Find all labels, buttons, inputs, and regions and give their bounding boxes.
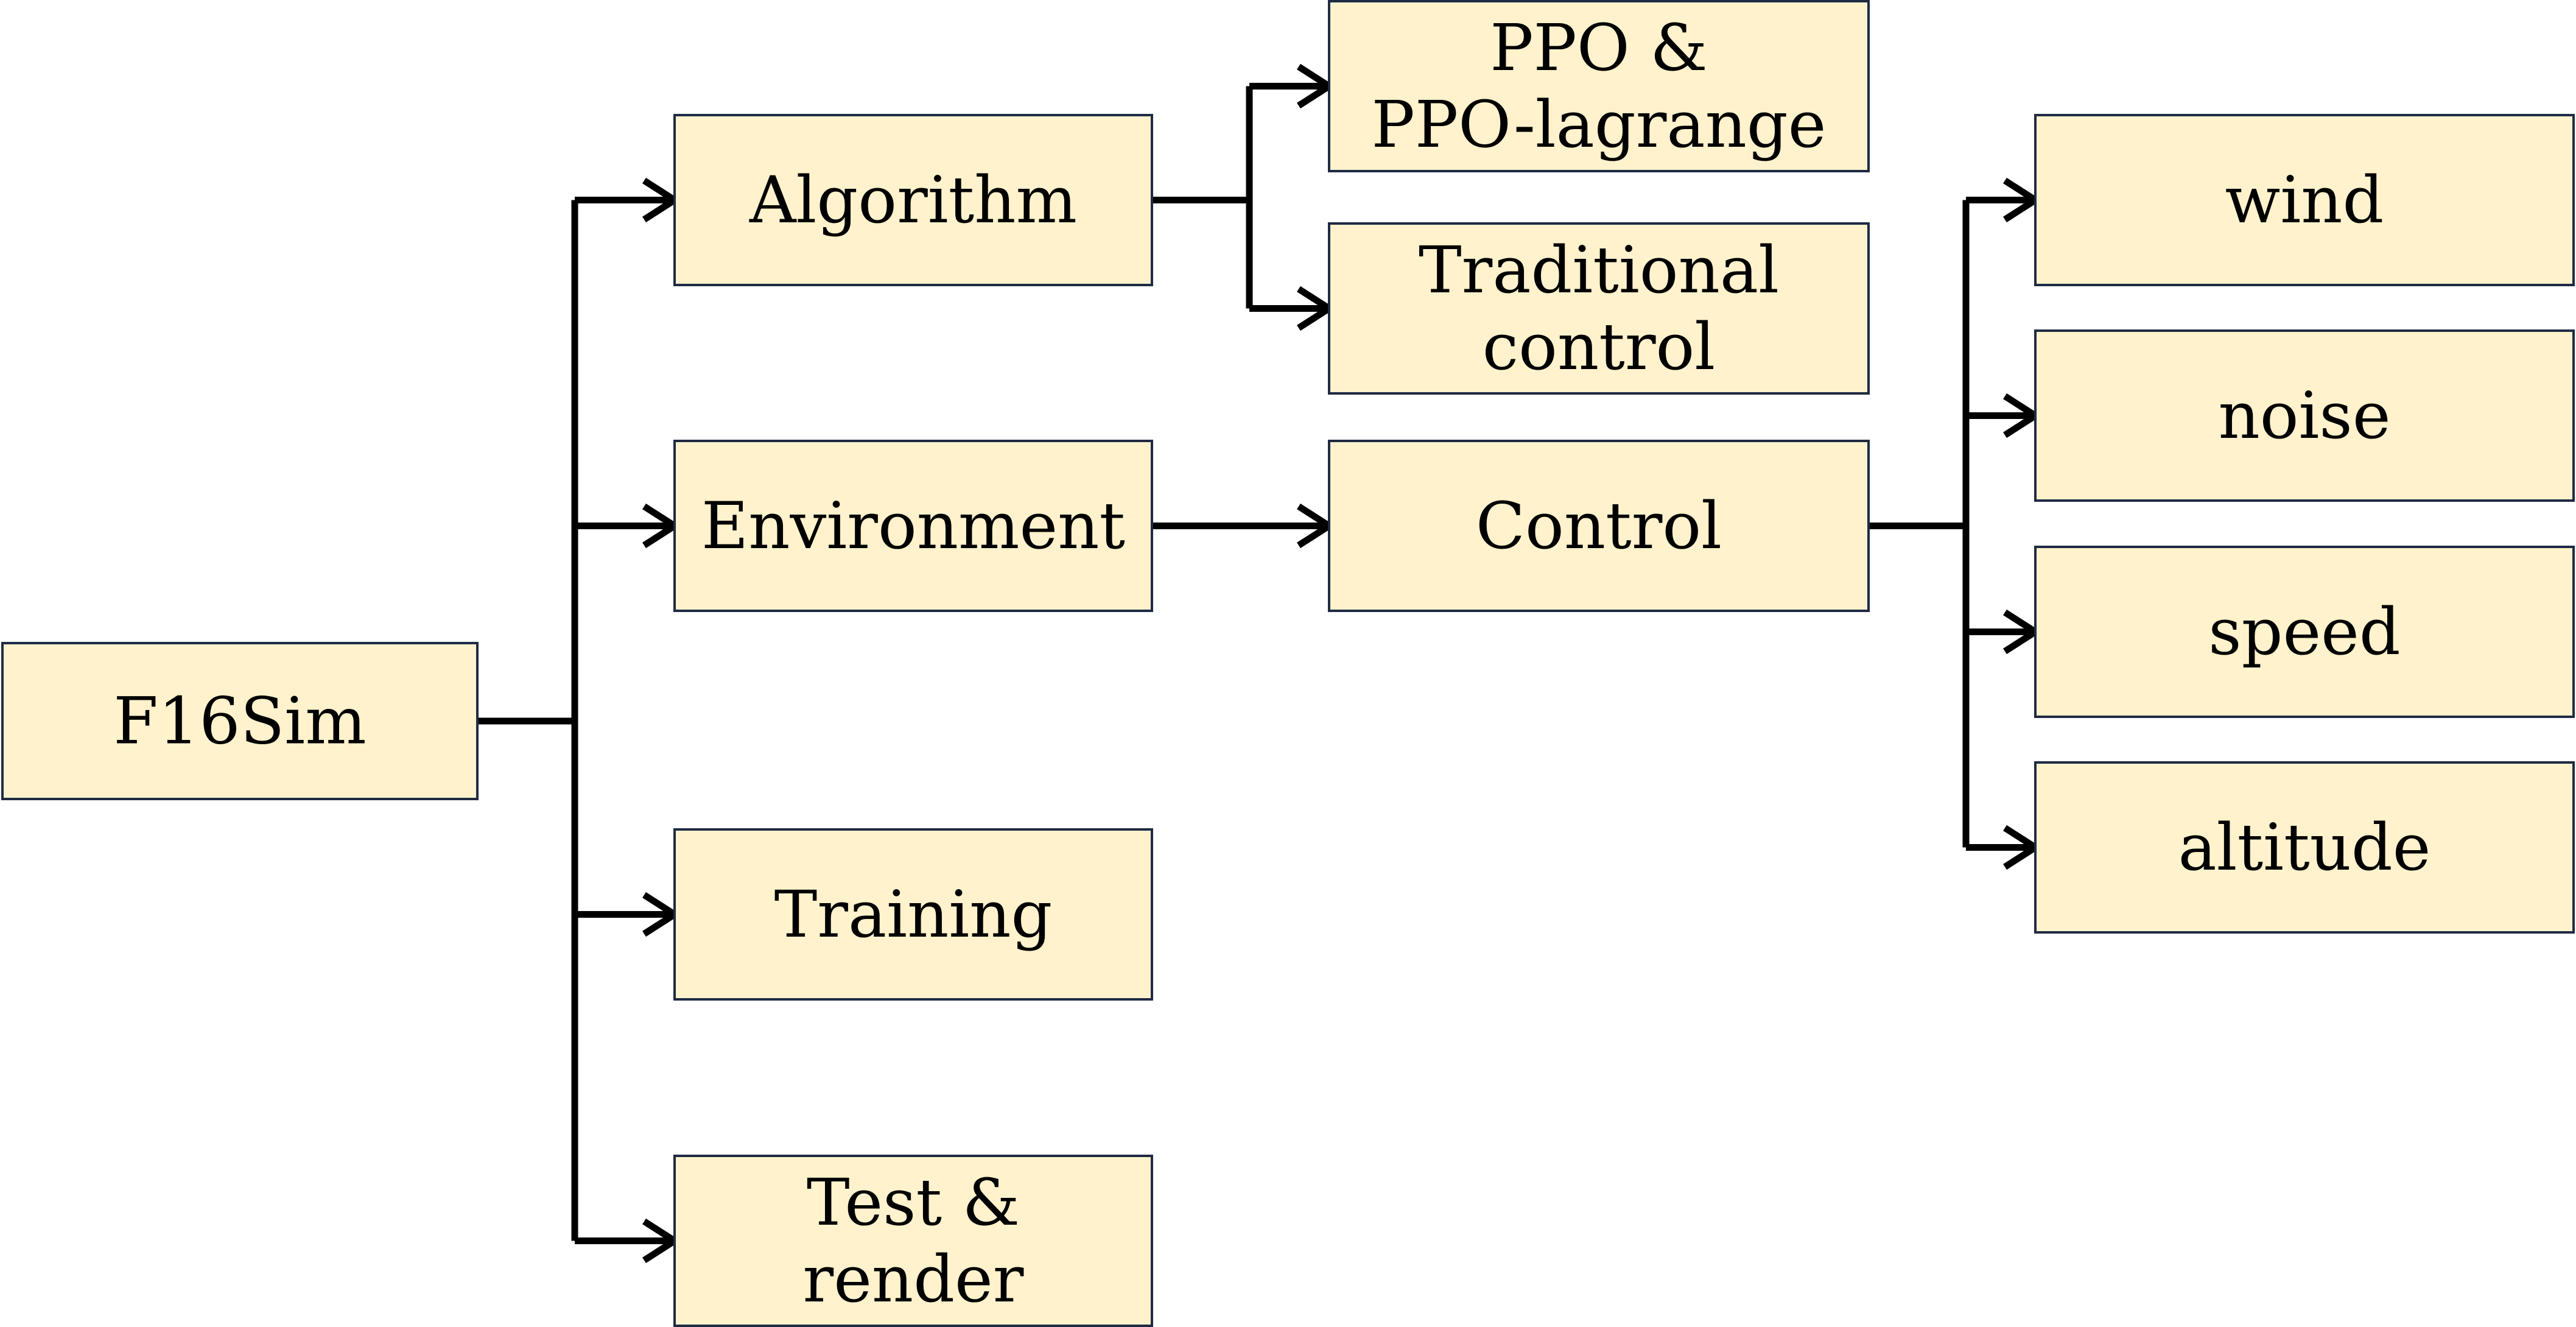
node-algorithm: Algorithm [673, 114, 1153, 286]
node-label: Traditional [1419, 233, 1779, 308]
node-label: control [1483, 309, 1715, 384]
node-noise: noise [2034, 329, 2575, 502]
node-f16sim: F16Sim [1, 642, 479, 800]
node-ppo: PPO &PPO-lagrange [1328, 0, 1870, 172]
node-environment: Environment [673, 440, 1153, 612]
node-box [2034, 114, 2575, 286]
node-box [673, 114, 1153, 286]
node-label: PPO-lagrange [1372, 87, 1827, 162]
node-label: altitude [2178, 810, 2430, 885]
node-wind: wind [2034, 114, 2575, 286]
node-box [673, 440, 1153, 612]
node-box [673, 1155, 1153, 1327]
node-label: Algorithm [749, 163, 1077, 238]
node-label: noise [2218, 378, 2390, 453]
node-box [1328, 0, 1870, 172]
node-speed: speed [2034, 546, 2575, 718]
node-box [1, 642, 479, 800]
node-altitude: altitude [2034, 761, 2575, 934]
node-box [673, 828, 1153, 1001]
node-label: wind [2225, 163, 2384, 238]
node-label: Environment [701, 488, 1125, 563]
node-label: Training [774, 877, 1053, 952]
node-training: Training [673, 828, 1153, 1001]
node-control: Control [1328, 440, 1870, 612]
node-label: render [803, 1242, 1024, 1317]
node-label: Control [1476, 488, 1722, 563]
node-test-render: Test &render [673, 1155, 1153, 1327]
node-box [2034, 546, 2575, 718]
node-label: F16Sim [113, 684, 366, 759]
node-box [1328, 222, 1870, 395]
node-label: speed [2208, 594, 2401, 669]
node-label: PPO & [1490, 10, 1708, 85]
node-box [2034, 329, 2575, 502]
node-box [2034, 761, 2575, 934]
node-box [1328, 440, 1870, 612]
node-label: Test & [807, 1165, 1020, 1240]
